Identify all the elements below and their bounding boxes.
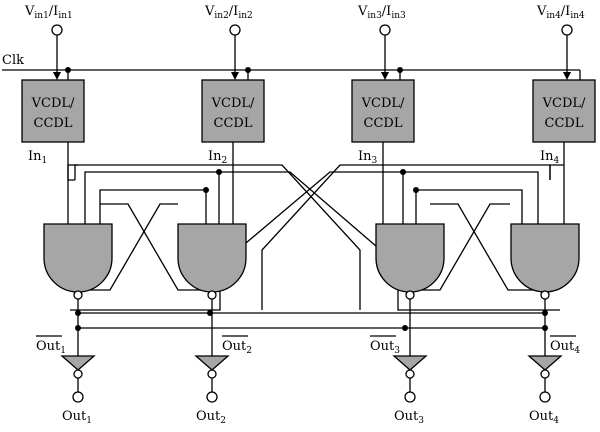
clock-label: Clk	[2, 53, 24, 68]
input-terminal-2	[229, 24, 241, 36]
input-label-1: Vin1/Iin1	[24, 4, 73, 21]
output-buffer-4	[527, 355, 563, 371]
out-label-2: Out2	[196, 409, 226, 426]
nand-gate-2	[177, 223, 247, 300]
svg-text:VCDL/: VCDL/	[361, 96, 405, 111]
block-output-labels: In1 In2 In3 In4	[28, 149, 560, 166]
svg-text:Out1: Out1	[36, 339, 66, 356]
input-label-3: Vin3/Iin3	[357, 4, 406, 21]
svg-text:CCDL: CCDL	[214, 116, 253, 131]
nand-gate-3	[375, 223, 445, 300]
output-buffer-1	[60, 355, 96, 371]
svg-text:CCDL: CCDL	[364, 116, 403, 131]
bus-junction-dot	[402, 325, 408, 331]
output-buffer-3	[392, 355, 428, 371]
output-terminal-4	[539, 391, 551, 403]
svg-text:VCDL/: VCDL/	[31, 96, 75, 111]
input-terminal-1	[51, 24, 63, 36]
in-label-1: In1	[28, 149, 47, 166]
clock-line: Clk	[2, 53, 581, 80]
input-terminal-4	[561, 24, 573, 36]
output-terminal-1	[72, 391, 84, 403]
nand-gates	[43, 223, 580, 300]
svg-text:CCDL: CCDL	[545, 116, 584, 131]
interconnect-wires	[67, 142, 565, 331]
vcdl-ccdl-block-1: VCDL/ CCDL	[21, 79, 85, 143]
out-label-4: Out4	[529, 409, 559, 426]
in-label-2: In2	[208, 149, 227, 166]
svg-text:Out3: Out3	[370, 339, 400, 356]
clock-junction-dot	[65, 67, 71, 73]
vcdl-ccdl-block-3: VCDL/ CCDL	[351, 79, 415, 143]
output-buffer-2	[194, 355, 230, 371]
delay-blocks: VCDL/ CCDL VCDL/ CCDL VCDL/ CCDL VCDL/ C…	[21, 79, 596, 143]
out-label-3: Out3	[394, 409, 424, 426]
in-label-3: In3	[358, 149, 378, 166]
input-label-2: Vin2/Iin2	[204, 4, 253, 21]
outbar-label-3: Out3	[370, 335, 400, 356]
output-terminal-2	[206, 391, 218, 403]
vcdl-ccdl-block-2: VCDL/ CCDL	[201, 79, 265, 143]
out-label-1: Out1	[62, 409, 92, 426]
svg-text:VCDL/: VCDL/	[542, 96, 586, 111]
nand-gate-4	[510, 223, 580, 300]
outbar-label-1: Out1	[36, 335, 66, 356]
clock-junction-dot	[245, 67, 251, 73]
svg-text:Out4: Out4	[550, 339, 580, 356]
input-label-4: Vin4/Iin4	[536, 4, 585, 21]
nand-gate-1	[43, 223, 113, 300]
svg-text:CCDL: CCDL	[34, 116, 73, 131]
output-terminal-3	[404, 391, 416, 403]
outbar-label-2: Out2	[222, 335, 252, 356]
clock-junction-dot	[397, 67, 403, 73]
in-label-4: In4	[540, 149, 560, 166]
outbar-label-4: Out4	[550, 335, 580, 356]
svg-text:Out2: Out2	[222, 339, 252, 356]
vcdl-ccdl-block-4: VCDL/ CCDL	[532, 79, 596, 143]
input-terminal-3	[379, 24, 391, 36]
input-terminals: Vin1/Iin1 Vin2/Iin2 Vin3/Iin3 Vin4/Iin4	[24, 4, 585, 80]
output-stage: Out1 Out2 Out3 Out4 Out1	[36, 299, 580, 426]
svg-text:VCDL/: VCDL/	[211, 96, 255, 111]
